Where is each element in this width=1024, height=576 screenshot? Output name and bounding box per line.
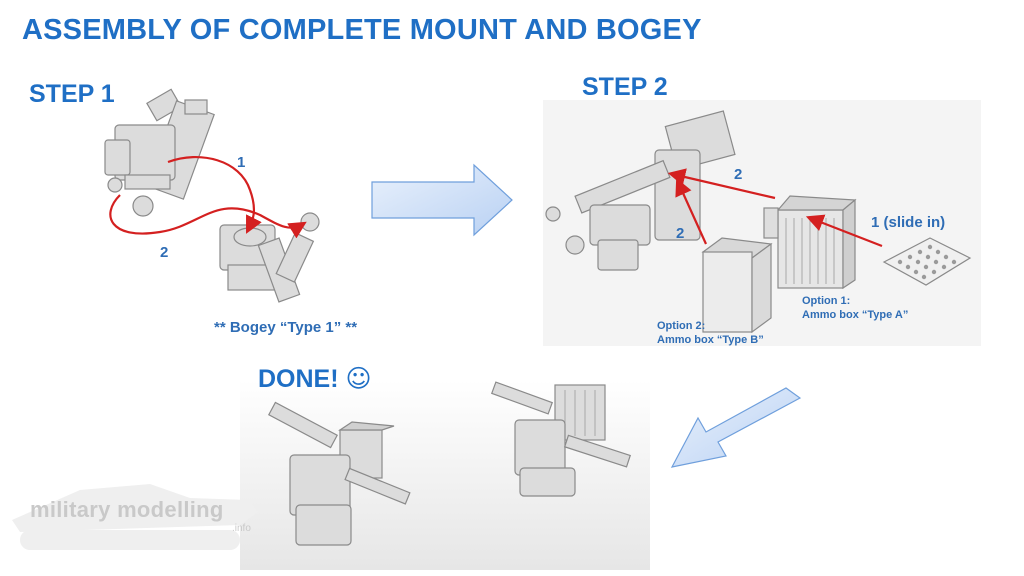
smiley-icon: ☺ xyxy=(345,364,372,393)
flow-arrow-down-left xyxy=(670,387,802,468)
done-model-ammo-box-a xyxy=(490,381,631,497)
step1-arrow-1 xyxy=(167,155,262,234)
ammo-belt-model xyxy=(882,237,972,286)
option2-desc: Ammo box “Type B” xyxy=(657,334,764,346)
bogey-caption: ** Bogey “Type 1” ** xyxy=(214,319,358,336)
step1-arrow-1-label: 1 xyxy=(237,154,246,171)
step2-arrow-b-label: 2 xyxy=(676,225,685,242)
done-label: DONE! xyxy=(258,365,339,393)
step2-slide-in-label: 1 (slide in) xyxy=(871,214,946,231)
watermark-tank-silhouette xyxy=(12,484,258,550)
done-model-ammo-box-b xyxy=(267,401,411,546)
step1-arrow-2-label: 2 xyxy=(160,244,169,261)
done-heading: DONE! ☺ xyxy=(258,364,372,394)
page-title: ASSEMBLY OF COMPLETE MOUNT AND BOGEY xyxy=(22,14,702,46)
flow-arrow-right xyxy=(371,163,513,237)
option1-desc: Ammo box “Type A” xyxy=(802,309,909,321)
option1-label: Option 1: Ammo box “Type A” xyxy=(802,294,908,322)
step1-heading: STEP 1 xyxy=(29,80,115,108)
step1-gun-mount-model xyxy=(104,88,215,217)
ammo-box-type-b-model xyxy=(701,237,773,334)
option1-title: Option 1: xyxy=(802,295,851,307)
ammo-box-type-a-model xyxy=(763,195,857,290)
step2-heading: STEP 2 xyxy=(582,73,668,101)
watermark-text: military modelling xyxy=(30,497,224,522)
option2-label: Option 2: Ammo box “Type B” xyxy=(657,319,764,347)
watermark-subtext: .info xyxy=(232,523,251,534)
step2-arrow-a-label: 2 xyxy=(734,166,743,183)
option2-title: Option 2: xyxy=(657,320,706,332)
step2-arrow-belt-slide-in xyxy=(805,214,883,248)
step2-arrow-ammo-b-to-mount xyxy=(675,177,708,245)
step1-arrow-2 xyxy=(109,194,307,239)
step1-bogey-model xyxy=(219,212,320,303)
